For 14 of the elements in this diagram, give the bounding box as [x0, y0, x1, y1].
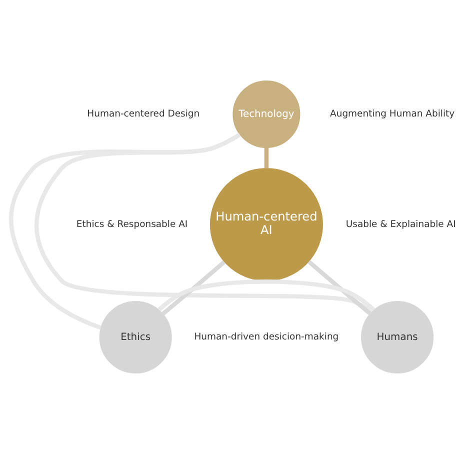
connector	[264, 147, 269, 168]
node-circle: Human-centered AI	[210, 167, 323, 281]
label: Augmenting Human Ability	[330, 108, 455, 120]
label: Usable & Explainable AI	[346, 218, 456, 230]
label: Human-driven desicion-making	[194, 331, 339, 342]
node-circle: Ethics	[99, 300, 172, 373]
connector	[158, 279, 376, 311]
node-circle: Technology	[232, 80, 300, 148]
label: Ethics & Responsable AI	[76, 218, 188, 230]
label: Human-centered Design	[87, 108, 200, 120]
connector	[34, 132, 373, 314]
node-circle: Humans	[361, 300, 434, 373]
connector	[162, 260, 226, 315]
connector	[308, 260, 372, 315]
